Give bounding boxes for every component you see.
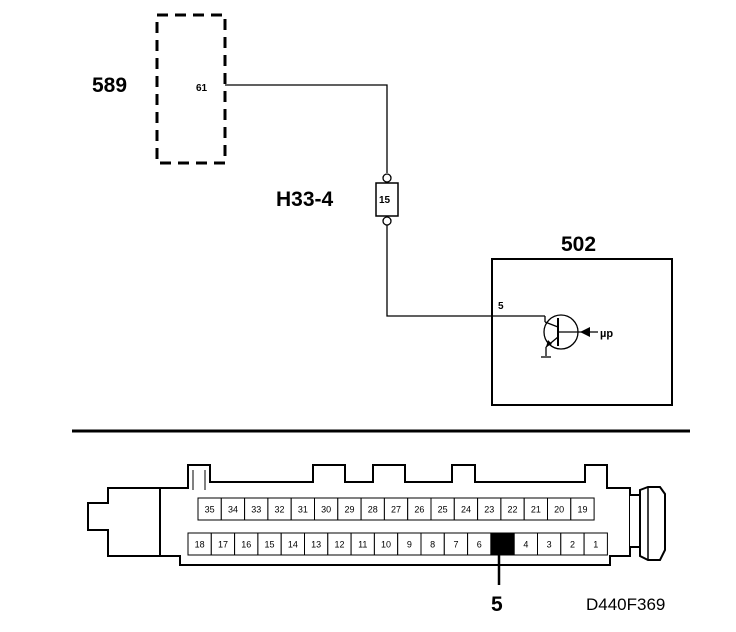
ecu-top-pin-number: 19 [577,505,587,515]
ecu-bottom-pin-number: 13 [311,540,321,550]
ecu-top-pin-cell [570,497,595,521]
ecu-top-pin-number: 27 [391,505,401,515]
ecu-top-pin-number: 31 [298,505,308,515]
ecu-top-pin-number: 29 [344,505,354,515]
h33-terminal-bottom [382,216,392,226]
wire-h33-to-502 [386,225,545,317]
connector-h33-pin: 15 [379,195,391,206]
ecu-bottom-pin-number: 1 [593,540,598,550]
ecu-bottom-pin-number: 11 [358,540,367,550]
ecu-top-pin-number: 20 [554,505,564,515]
ecu-top-pin-number: 25 [438,505,448,515]
ecu-bottom-pin-number: 3 [547,540,552,550]
ecu-top-pin-number: 33 [251,505,261,515]
pin-callout-label: 5 [491,593,503,616]
ecu-bottom-pin-number: 6 [477,540,482,550]
component-502-signal: µp [600,328,613,340]
connector-h33-label: H33-4 [276,188,334,211]
ecu-bottom-pin-number: 15 [265,540,275,550]
ecu-top-pin-number: 22 [508,505,518,515]
ecu-top-pin-number: 28 [368,505,378,515]
ecu-top-pin-number: 32 [275,505,285,515]
ecu-bottom-pin-cell [583,532,608,556]
ecu-top-pin-number: 35 [205,505,215,515]
ecu-bottom-pin-number: 4 [523,540,528,550]
transistor-symbol [541,314,598,358]
wire-589-to-h33 [225,84,388,173]
ecu-top-pin-number: 21 [531,505,541,515]
component-589-pin: 61 [196,83,208,94]
ecu-pin-row-top: 35 34 33 32 31 30 29 28 27 26 25 24 23 22 21 20 19 [197,497,595,521]
ecu-top-pin-number: 23 [484,505,494,515]
ecu-bottom-pin-number: 7 [453,540,458,550]
ecu-bottom-pin-number: 16 [241,540,251,550]
h33-terminal-top [382,173,392,183]
ecu-top-pin-number: 30 [321,505,331,515]
ecu-bottom-pin-number: 8 [430,540,435,550]
component-589-box [155,13,227,165]
ecu-bottom-pin-number: 2 [570,540,575,550]
ecu-pin-row-bottom: 18 17 16 15 14 13 12 11 10 9 8 7 6 4 3 2 1 [187,532,608,556]
ecu-top-pin-number: 24 [461,505,471,515]
ecu-bottom-pin-number: 9 [407,540,412,550]
ecu-bottom-pin-number: 17 [218,540,228,550]
component-502-pin: 5 [498,301,504,312]
ecu-bottom-pin-number: 18 [195,540,205,550]
component-502-box [491,258,673,406]
ecu-top-pin-number: 34 [228,505,238,515]
ecu-top-pin-number: 26 [414,505,424,515]
ecu-bottom-pin-number: 14 [288,540,298,550]
component-589-label: 589 [92,74,127,97]
component-502-label: 502 [561,233,596,256]
figure-code: D440F369 [586,595,665,614]
connector-h33-box [375,182,399,217]
ecu-bottom-pin-cell [490,532,515,556]
ecu-bottom-pin-number: 12 [334,540,344,550]
ecu-bottom-pin-number: 10 [381,540,391,550]
